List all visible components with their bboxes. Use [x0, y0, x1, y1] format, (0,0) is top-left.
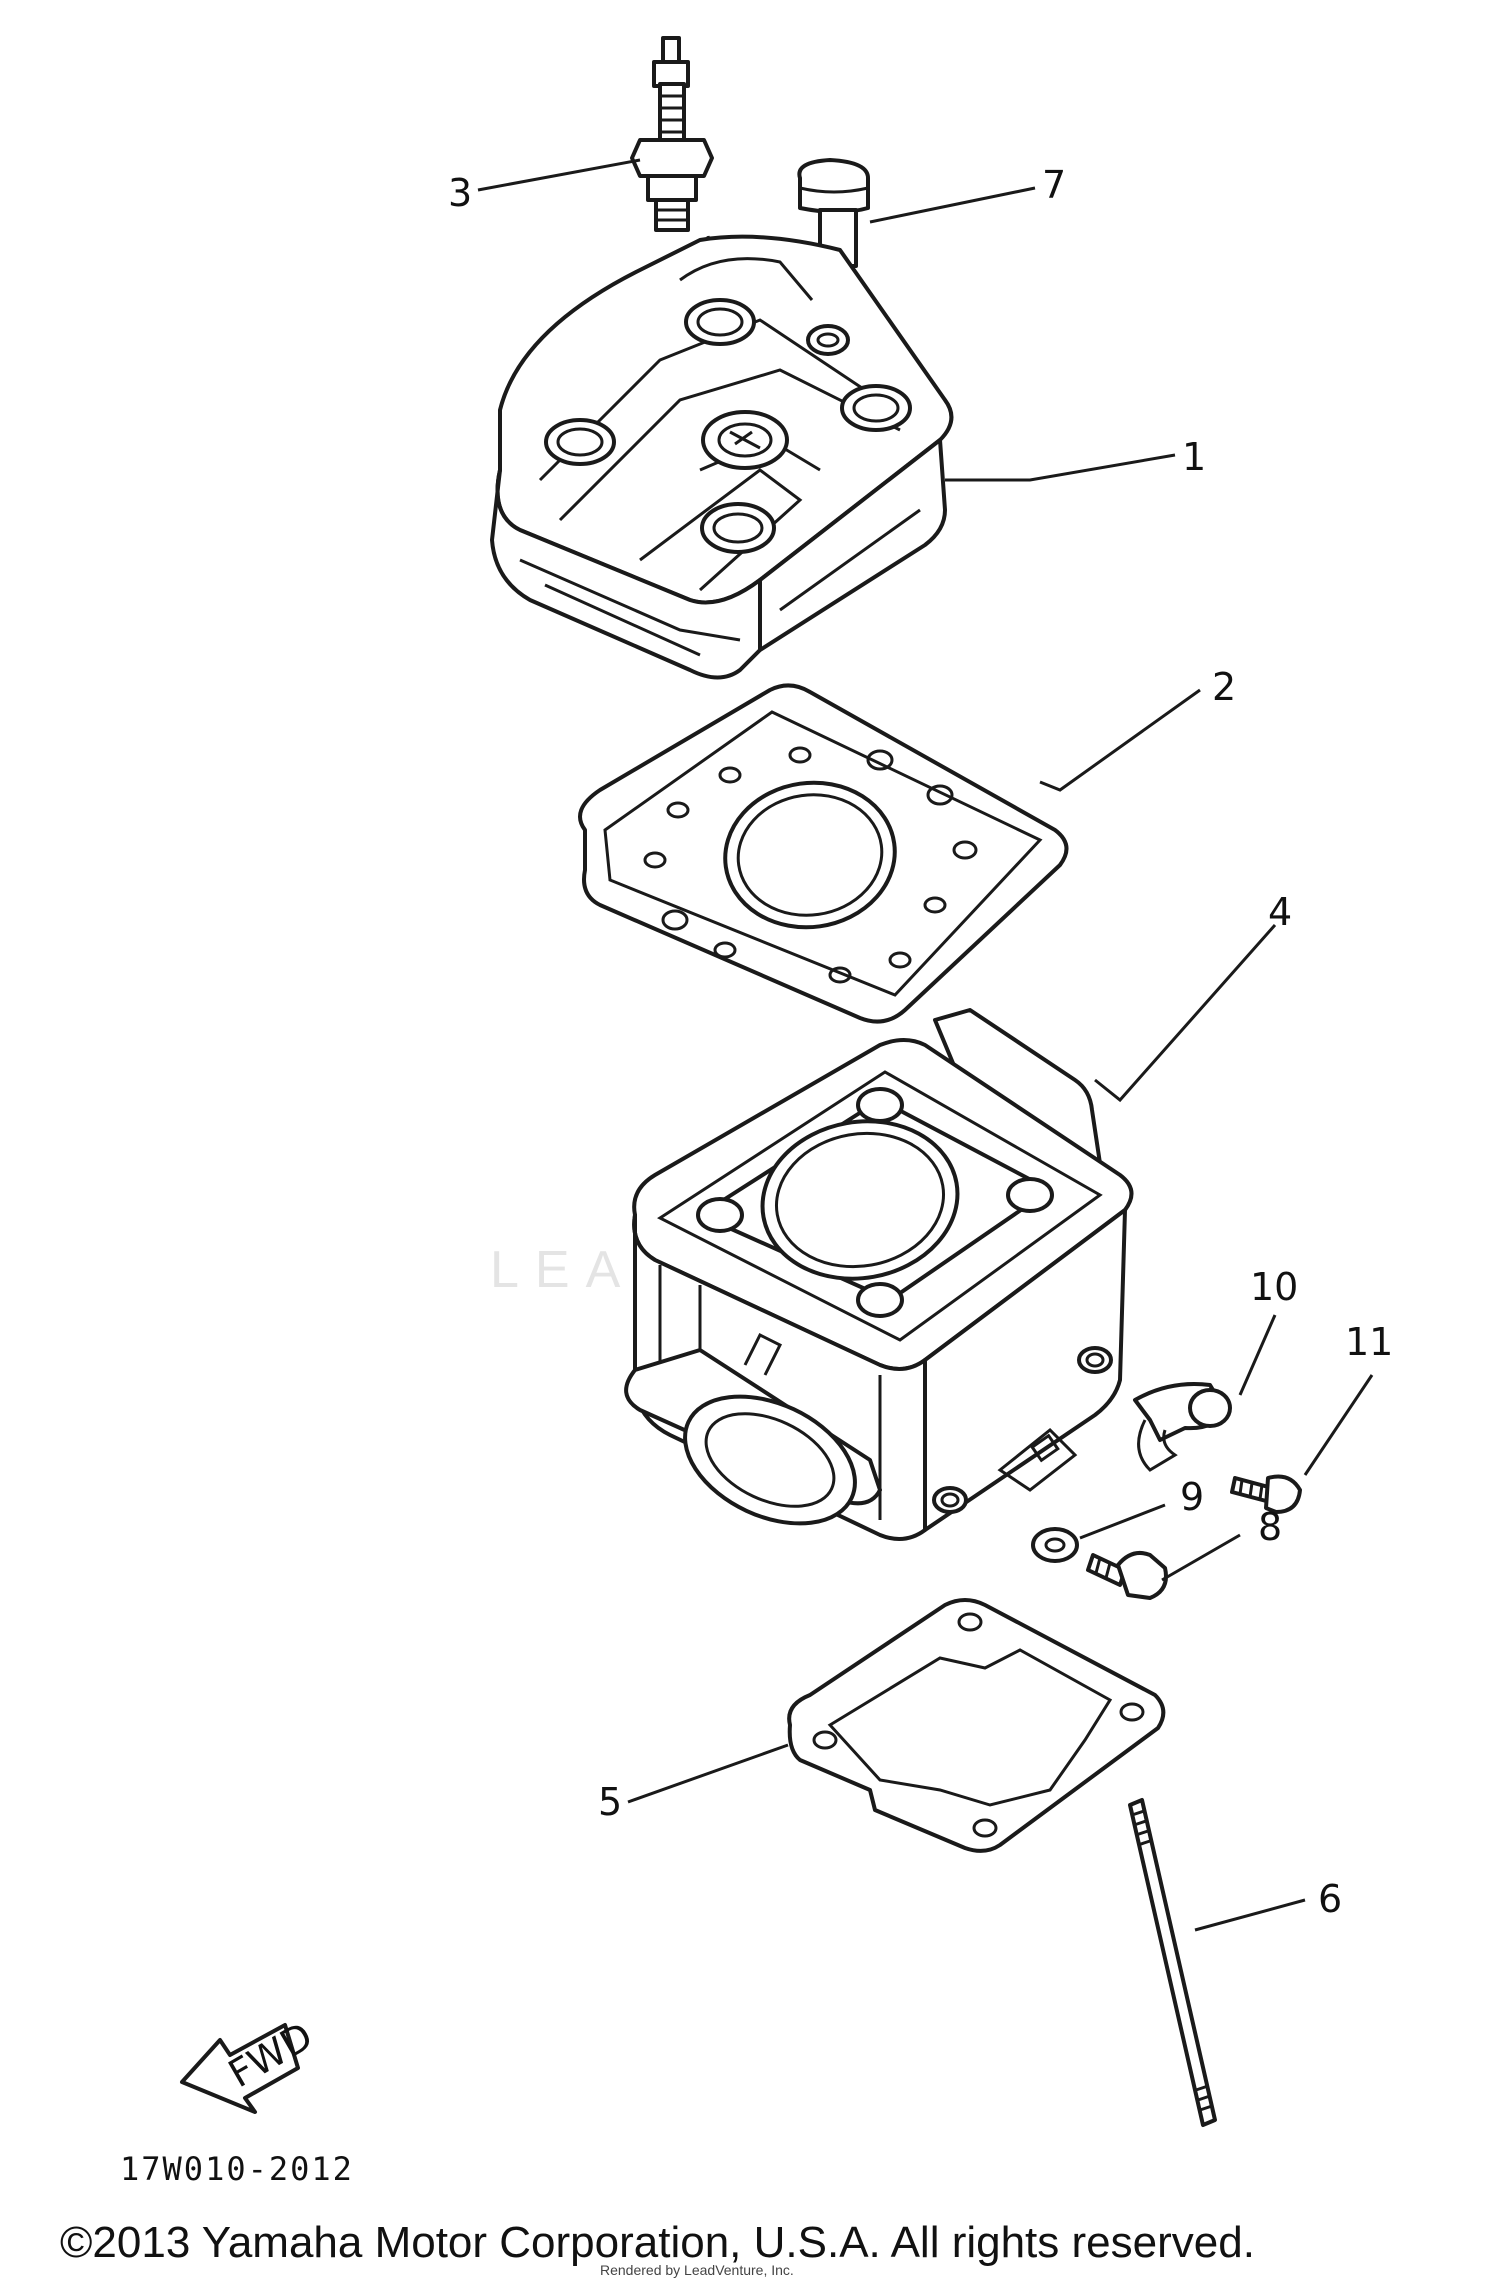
washer[interactable]: [1031, 1527, 1079, 1563]
stud[interactable]: [1128, 1798, 1217, 2127]
part-label-4: 4: [1268, 890, 1292, 934]
head-gasket[interactable]: [578, 683, 1069, 1024]
copyright-notice: ©2013 Yamaha Motor Corporation, U.S.A. A…: [60, 2218, 1255, 2267]
bolt-8[interactable]: [1086, 1551, 1168, 1600]
leader-lines: [477, 158, 1374, 1932]
cylinder[interactable]: [624, 1008, 1134, 1549]
part-label-11: 11: [1345, 1320, 1393, 1364]
part-label-1: 1: [1182, 435, 1206, 479]
part-label-3: 3: [448, 171, 472, 215]
base-gasket[interactable]: [787, 1598, 1166, 1853]
part-label-7: 7: [1042, 163, 1066, 207]
part-label-8: 8: [1258, 1505, 1282, 1549]
clamp[interactable]: [1133, 1382, 1232, 1472]
spark-plug[interactable]: [630, 36, 714, 232]
part-label-6: 6: [1318, 1877, 1342, 1921]
part-label-9: 9: [1180, 1475, 1204, 1519]
cylinder-head[interactable]: [490, 234, 954, 680]
part-label-5: 5: [598, 1780, 622, 1824]
part-label-2: 2: [1212, 665, 1236, 709]
diagram-code: 17W010-2012: [120, 2150, 354, 2188]
forward-arrow-icon: FWD: [180, 2014, 320, 2114]
part-label-10: 10: [1250, 1265, 1298, 1309]
screw-11[interactable]: [1230, 1474, 1302, 1514]
rendered-by-notice: Rendered by LeadVenture, Inc.: [600, 2262, 794, 2278]
